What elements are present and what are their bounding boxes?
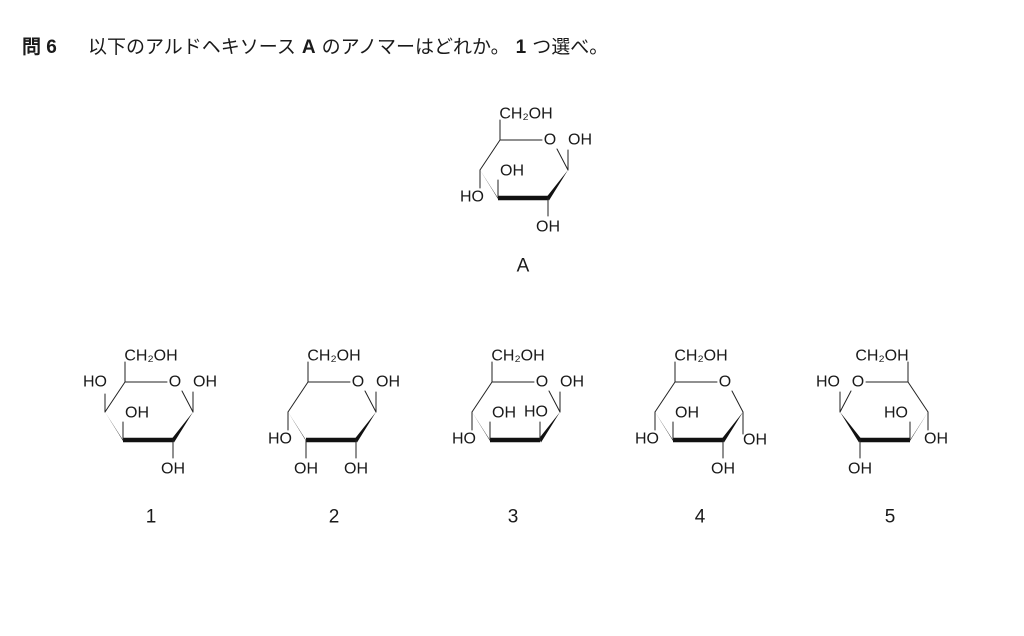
bond	[731, 390, 744, 413]
substituent-label: HO	[816, 374, 840, 391]
structure-caption: 4	[695, 507, 706, 528]
wedge-bond	[480, 170, 499, 201]
substituent-label: CH₂OH	[674, 348, 727, 365]
bond	[471, 381, 493, 413]
bond	[907, 381, 929, 413]
structure-caption: 3	[508, 507, 519, 528]
substituent-label: OH	[743, 432, 767, 449]
substituent-label: HO	[268, 431, 292, 448]
bond	[181, 390, 194, 413]
substituent-label: HO	[884, 405, 908, 422]
structure-4: O CH₂OH OH HO OH OH 4	[635, 348, 767, 528]
substituent-label: OH	[294, 461, 318, 478]
question-number: 問 6	[22, 37, 57, 58]
structure-caption: 2	[329, 507, 340, 528]
bond	[287, 381, 309, 413]
wedge-bond	[539, 412, 560, 443]
wedge-bond	[655, 412, 674, 443]
wedge-bond	[840, 412, 861, 443]
wedge-bond	[722, 412, 743, 443]
substituent-label: OH	[492, 405, 516, 422]
substituent-label: OH	[125, 405, 149, 422]
compound-ref: A	[301, 37, 316, 58]
substituent-label: OH	[568, 132, 592, 149]
substituent-label: CH₂OH	[499, 106, 552, 123]
substituent-label: OH	[344, 461, 368, 478]
structure-A: O CH₂OH OH OH OH HO A	[460, 106, 592, 277]
ring-oxygen-label: O	[536, 374, 548, 391]
substituent-label: HO	[524, 404, 548, 421]
structure-caption: 5	[885, 507, 896, 528]
ring-oxygen-label: O	[719, 374, 731, 391]
substituent-label: OH	[848, 461, 872, 478]
substituent-label: CH₂OH	[124, 348, 177, 365]
ring-oxygen-label: O	[169, 374, 181, 391]
substituent-label: HO	[635, 431, 659, 448]
substituent-label: OH	[675, 405, 699, 422]
wedge-bond	[172, 412, 193, 443]
question-text-middle: のアノマーはどれか。	[321, 36, 510, 58]
structure-caption: 1	[146, 507, 157, 528]
bond	[364, 390, 377, 413]
structure-1: O CH₂OH HO OH OH OH 1	[83, 348, 217, 528]
substituent-label: OH	[560, 374, 584, 391]
substituent-label: OH	[536, 219, 560, 236]
question-text-before: 以下のアルドヘキソース	[87, 36, 296, 58]
wedge-bond	[105, 412, 124, 443]
structure-caption: A	[517, 256, 530, 277]
substituent-label: CH₂OH	[855, 348, 908, 365]
wedge-bond	[547, 170, 568, 201]
question-text-after: つ選べ。	[532, 36, 609, 58]
wedge-bond	[472, 412, 491, 443]
substituent-label: HO	[460, 189, 484, 206]
ring-oxygen-label: O	[352, 374, 364, 391]
bond	[839, 390, 852, 413]
substituent-label: HO	[452, 431, 476, 448]
bond	[556, 148, 569, 171]
substituent-label: OH	[193, 374, 217, 391]
substituent-label: CH₂OH	[491, 348, 544, 365]
structure-3: O CH₂OH OH HO OH HO 3	[452, 348, 584, 528]
substituent-label: OH	[500, 163, 524, 180]
substituent-label: OH	[161, 461, 185, 478]
answer-count: 1	[515, 37, 527, 58]
ring-oxygen-label: O	[544, 132, 556, 149]
substituent-label: HO	[83, 374, 107, 391]
question-text: 問 6 以下のアルドヘキソース A のアノマーはどれか。 1 つ選べ。	[22, 32, 608, 59]
wedge-bond	[288, 412, 307, 443]
ring-oxygen-label: O	[852, 374, 864, 391]
structure-5: O CH₂OH HO OH HO OH 5	[816, 348, 948, 528]
substituent-label: CH₂OH	[307, 348, 360, 365]
bond	[654, 381, 676, 413]
substituent-label: OH	[376, 374, 400, 391]
wedge-bond	[355, 412, 376, 443]
substituent-label: OH	[924, 431, 948, 448]
bond	[479, 139, 501, 171]
substituent-label: OH	[711, 461, 735, 478]
bond	[104, 381, 126, 413]
wedge-bond	[909, 412, 928, 443]
bond	[548, 390, 561, 413]
